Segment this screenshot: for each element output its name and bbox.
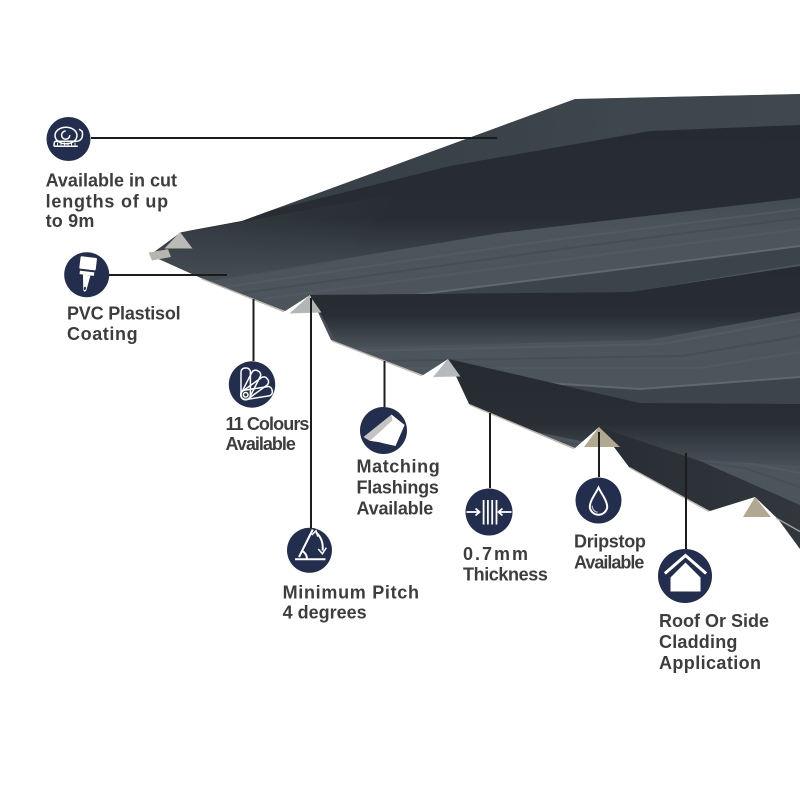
svg-text:4 degrees: 4 degrees [283,603,367,623]
svg-text:Available: Available [574,553,644,573]
svg-text:Available: Available [226,434,296,454]
svg-text:0.7mm: 0.7mm [463,544,530,564]
svg-text:Available in cut: Available in cut [46,171,177,191]
svg-text:to 9m: to 9m [46,211,95,231]
svg-text:Roof Or Side: Roof Or Side [659,611,769,631]
svg-text:lengths of up: lengths of up [46,192,169,212]
svg-text:11 Colours: 11 Colours [226,414,310,434]
svg-text:Flashings: Flashings [357,478,439,498]
svg-text:Dripstop: Dripstop [574,532,646,552]
svg-text:Coating: Coating [67,324,138,344]
svg-text:PVC Plastisol: PVC Plastisol [67,304,180,324]
svg-text:Cladding: Cladding [659,632,738,652]
svg-text:Application: Application [659,653,761,673]
svg-text:Minimum Pitch: Minimum Pitch [283,582,420,602]
svg-text:Available: Available [357,499,434,519]
svg-text:Thickness: Thickness [463,565,548,585]
svg-text:Matching: Matching [357,457,441,477]
